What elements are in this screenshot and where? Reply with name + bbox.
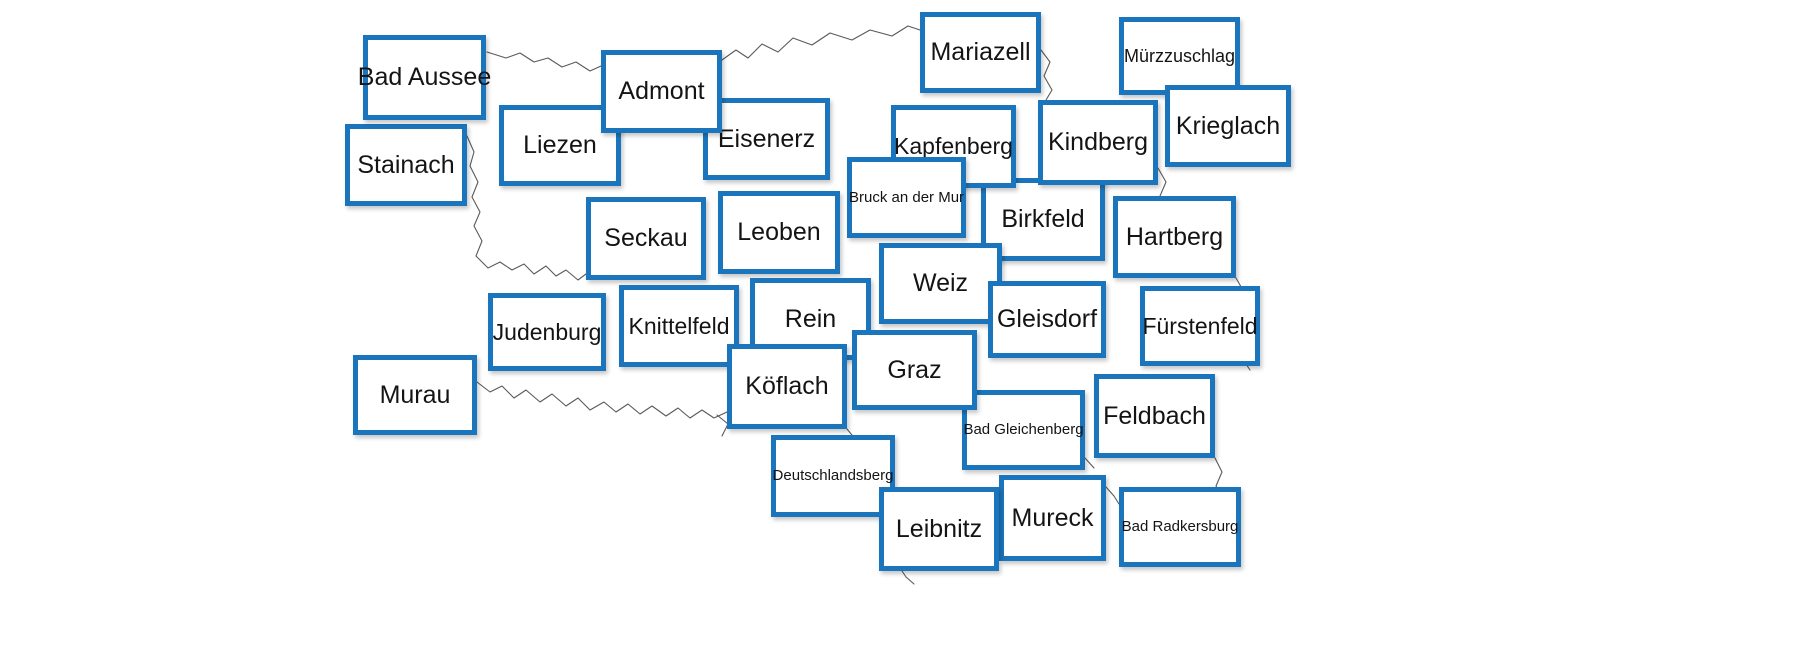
map-label-box[interactable]: Hartberg [1113,196,1236,278]
boundary-path [1040,49,1053,101]
map-label-text: Bad Radkersburg [1121,518,1239,536]
map-label-box[interactable]: Köflach [727,344,847,429]
map-label-box[interactable]: Graz [852,330,977,410]
map-label-text: Feldbach [1103,401,1206,430]
map-label-box[interactable]: Leoben [718,191,840,274]
map-label-text: Mürzzuschlag [1123,45,1236,66]
map-label-box[interactable]: Mariazell [920,12,1041,93]
map-label-box[interactable]: Krieglach [1165,85,1291,167]
map-label-text: Liezen [523,131,597,160]
map-label-box[interactable]: Fürstenfeld [1140,286,1260,366]
map-label-box[interactable]: Leibnitz [879,487,999,571]
map-label-box[interactable]: Bad Radkersburg [1119,487,1241,567]
map-label-box[interactable]: Deutschlandsberg [771,435,895,517]
map-label-text: Graz [887,355,942,384]
map-label-text: Admont [618,77,705,106]
map-label-text: Fürstenfeld [1142,312,1258,339]
map-label-text: Weiz [912,269,969,298]
map-label-text: Bruck an der Mur [848,188,965,206]
map-label-box[interactable]: Murau [353,355,477,435]
map-label-text: Stainach [357,150,455,179]
map-label-text: Kapfenberg [894,133,1013,160]
map-label-text: Mureck [1011,503,1094,532]
map-label-box[interactable]: Judenburg [488,293,606,371]
map-label-text: Köflach [745,372,829,401]
map-label-box[interactable]: Knittelfeld [619,285,739,367]
map-label-text: Deutschlandsberg [772,467,894,485]
map-label-box[interactable]: Mürzzuschlag [1119,17,1240,95]
map-label-box[interactable]: Feldbach [1094,374,1215,458]
map-label-box[interactable]: Weiz [879,243,1002,324]
map-label-box[interactable]: Gleisdorf [988,281,1106,358]
boundary-path [486,51,602,72]
map-label-box[interactable]: Admont [601,50,722,133]
map-label-text: Seckau [604,224,688,253]
boundary-path [721,25,921,61]
map-label-text: Bad Gleichenberg [963,421,1084,439]
map-label-text: Gleisdorf [996,305,1098,334]
map-label-text: Eisenerz [717,124,816,153]
boundary-path [1105,486,1120,505]
map-label-text: Knittelfeld [628,312,730,339]
map-label-box[interactable]: Mureck [999,475,1106,561]
map-label-box[interactable]: Bruck an der Mur [847,157,966,238]
map-label-box[interactable]: Stainach [345,124,467,206]
map-label-text: Krieglach [1175,111,1281,140]
map-label-box[interactable]: Bad Aussee [358,35,491,120]
map-label-box[interactable]: Bad Gleichenberg [962,390,1085,470]
map-label-text: Rein [784,304,837,333]
map-label-text: Judenburg [492,318,602,345]
map-label-text: Kindberg [1047,128,1149,157]
map-label-text: Bad Aussee [357,63,492,92]
boundary-path [1084,457,1095,469]
map-label-box[interactable]: Eisenerz [703,98,830,180]
boundary-path [476,381,728,419]
map-label-text: Birkfeld [1001,205,1085,234]
map-label-text: Hartberg [1125,222,1224,251]
map-label-box[interactable]: Kindberg [1038,100,1158,185]
map-label-box[interactable]: Seckau [586,197,706,280]
map-label-text: Leibnitz [895,514,983,543]
map-label-text: Murau [379,380,451,409]
map-label-text: Mariazell [930,38,1031,67]
map-label-text: Leoben [737,218,821,247]
